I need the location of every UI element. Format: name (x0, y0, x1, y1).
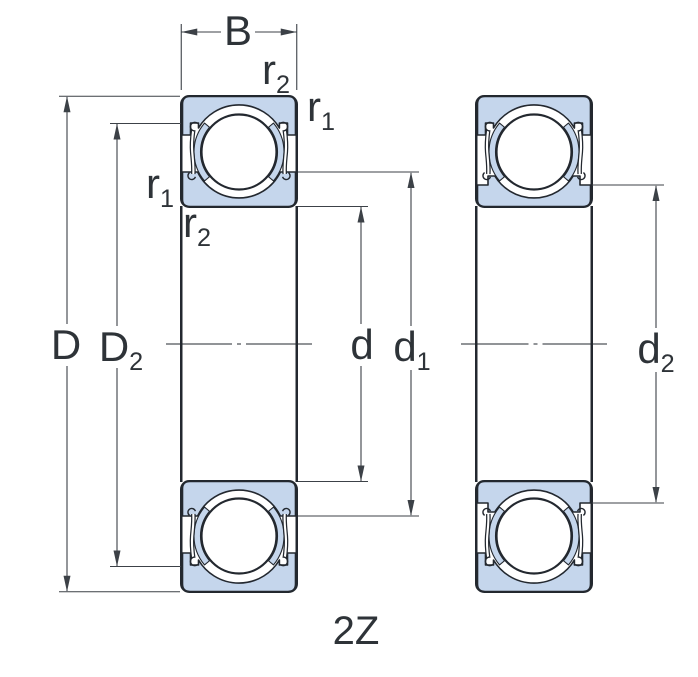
arrowhead-up (407, 172, 415, 188)
label-text: r (306, 83, 321, 130)
left-bearing-upper-section (181, 96, 297, 207)
label-subscript: 1 (159, 184, 175, 213)
label-bore-d: d (350, 324, 373, 366)
arrowhead-up (63, 96, 71, 113)
arrowhead-down (63, 575, 71, 592)
label-r2-left: r2 (182, 199, 211, 251)
label-text: B (223, 7, 253, 54)
label-outer-diameter-d: D (51, 324, 81, 366)
dimension-D2 (110, 122, 181, 568)
label-text: r (261, 46, 276, 93)
arrowhead-down (652, 487, 660, 503)
label-text: r (182, 199, 197, 246)
label-r2-top: r2 (261, 46, 290, 98)
arrowhead-down (357, 465, 365, 482)
right-bearing-drawing (461, 96, 607, 592)
arrowhead-down (407, 500, 415, 516)
arrowhead-up (652, 185, 660, 201)
label-r1-left: r1 (145, 160, 174, 212)
label-text: d (637, 325, 661, 372)
label-inner-recess-d2: d2 (637, 325, 674, 377)
label-width-b: B (224, 10, 252, 52)
arrowhead-left (181, 28, 198, 36)
label-subscript: 2 (660, 349, 675, 378)
label-subscript: 2 (129, 347, 144, 376)
dimension-D (59, 95, 180, 593)
label-text: d (350, 321, 374, 368)
label-subscript: 2 (275, 70, 291, 99)
label-variant-2z: 2Z (333, 611, 380, 651)
label-text: 2Z (332, 609, 380, 653)
label-r1-top-right: r1 (306, 83, 335, 135)
arrowhead-up (113, 123, 121, 140)
arrowhead-up (357, 206, 365, 223)
label-subscript: 1 (416, 347, 431, 376)
right-bearing-upper-section (476, 96, 592, 207)
dimension-d2 (592, 184, 664, 504)
label-outer-recess-d2: D2 (98, 323, 143, 375)
dimension-B (180, 24, 298, 90)
dimension-d (298, 205, 368, 483)
right-bearing-lower-section (476, 481, 592, 592)
left-bearing-drawing (166, 96, 312, 592)
label-text: d (393, 323, 417, 370)
label-subscript: 1 (320, 107, 336, 136)
left-bearing-lower-section (181, 481, 297, 592)
label-text: D (50, 321, 82, 368)
label-subscript: 2 (196, 223, 212, 252)
label-shoulder-d1: d1 (393, 323, 430, 375)
label-text: r (145, 160, 160, 207)
dimension-d1 (298, 171, 419, 517)
arrowhead-down (113, 550, 121, 567)
arrowhead-right (280, 28, 297, 36)
label-text: D (98, 323, 130, 370)
